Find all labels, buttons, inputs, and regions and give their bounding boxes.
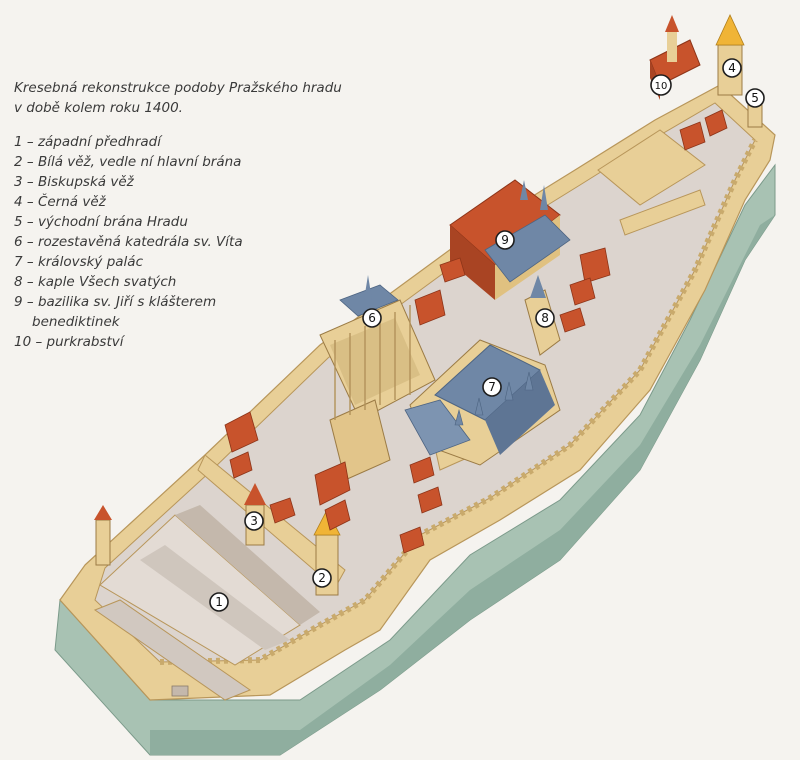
legend-item: 6 – rozestavěná katedrála sv. Víta	[14, 234, 243, 250]
legend-item: 7 – královský palác	[14, 254, 143, 270]
diagram-caption: Kresebná rekonstrukce podoby Pražského h…	[14, 78, 344, 118]
parapet	[159, 138, 758, 665]
legend-item: 2 – Bílá věž, vedle ní hlavní brána	[14, 154, 242, 170]
legend-list: 1 – západní předhradí 2 – Bílá věž, vedl…	[14, 132, 344, 352]
western-bailey-terraces	[93, 505, 320, 701]
svg-text:4: 4	[728, 61, 736, 75]
legend-item: 8 – kaple Všech svatých	[14, 274, 177, 290]
svg-text:6: 6	[368, 311, 376, 325]
st-vitus-cathedral	[319, 275, 436, 481]
svg-text:7: 7	[488, 380, 496, 394]
houses	[224, 109, 728, 554]
east-gate	[747, 104, 763, 128]
legend-item: 3 – Biskupská věž	[14, 174, 134, 190]
burgrave-house	[649, 15, 701, 100]
marker-4: 4	[722, 58, 742, 78]
legend-item: 5 – východní brána Hradu	[14, 214, 188, 230]
caption-line-1: Kresebná rekonstrukce podoby Pražského h…	[14, 80, 342, 96]
caption-line-2: v době kolem roku 1400.	[14, 100, 183, 116]
marker-9: 9	[495, 230, 515, 250]
west-tower	[94, 505, 112, 566]
svg-text:8: 8	[541, 311, 549, 325]
svg-text:3: 3	[250, 514, 258, 528]
svg-text:9: 9	[501, 233, 509, 247]
legend-item: 10 – purkrabství	[14, 334, 124, 350]
marker-6: 6	[362, 308, 382, 328]
st-george-basilica	[449, 179, 571, 300]
legend-item: 1 – západní předhradí	[14, 134, 161, 150]
svg-text:10: 10	[655, 81, 668, 92]
marker-7: 7	[482, 377, 502, 397]
marker-10: 10	[650, 74, 672, 96]
marker-5: 5	[745, 88, 765, 108]
svg-text:5: 5	[751, 91, 759, 105]
legend: Kresebná rekonstrukce podoby Pražského h…	[14, 78, 344, 352]
svg-text:1: 1	[215, 595, 223, 609]
marker-1: 1	[209, 592, 229, 612]
black-tower	[715, 14, 745, 96]
marker-2: 2	[312, 568, 332, 588]
svg-text:2: 2	[318, 571, 326, 585]
marker-8: 8	[535, 308, 555, 328]
legend-item: 4 – Černá věž	[14, 194, 106, 210]
marker-3: 3	[244, 511, 264, 531]
